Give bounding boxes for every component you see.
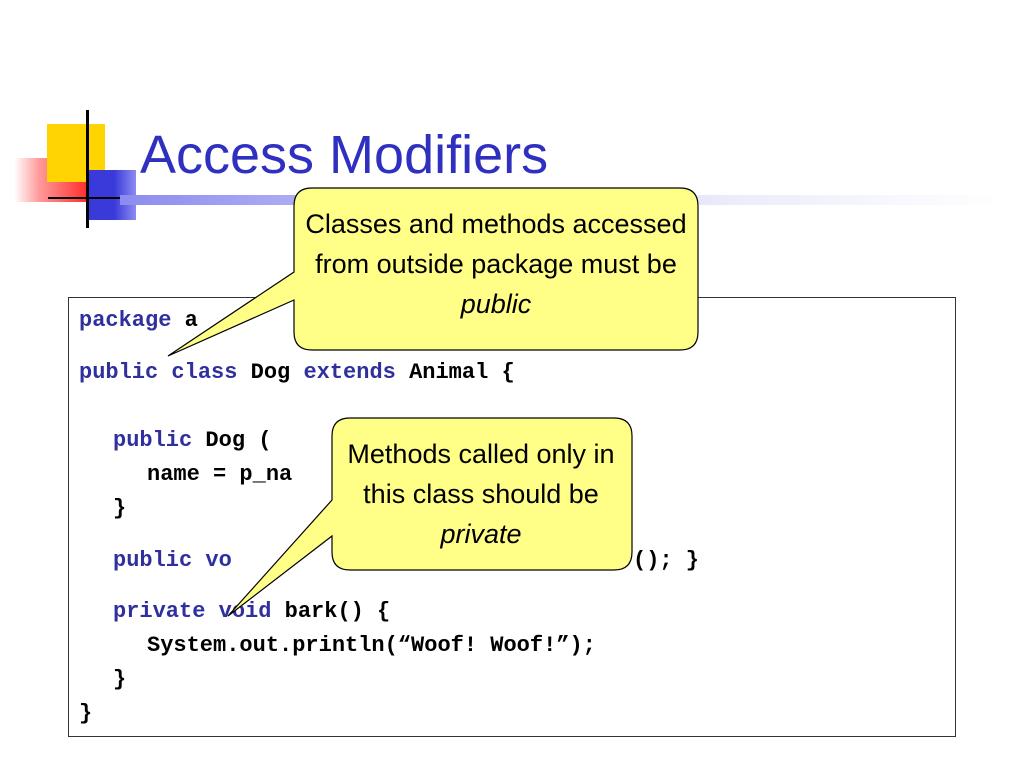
- code-line-package: package a: [79, 308, 198, 334]
- code-keyword: class: [171, 360, 238, 385]
- code-keyword: public: [113, 428, 193, 453]
- callout-public-shape: [167, 187, 699, 357]
- code-line-class-close: }: [79, 701, 92, 727]
- code-line-class-declaration: public class Dog extends Animal {: [79, 360, 515, 386]
- code-line-constructor: public Dog (: [113, 428, 271, 454]
- code-line-private-method: private void bark() {: [113, 599, 390, 625]
- code-text: Animal {: [395, 360, 515, 385]
- code-text: Dog (: [192, 428, 272, 453]
- code-line-public-method: public vo: [113, 548, 232, 574]
- code-text: System.out.println(“Woof! Woof!”);: [147, 633, 596, 658]
- code-line-method-close: }: [113, 667, 126, 693]
- title-decoration-vertical-line: [86, 110, 89, 228]
- callout-public-text: Classes and methods accessed from outsid…: [300, 204, 692, 324]
- code-line-println: System.out.println(“Woof! Woof!”);: [147, 633, 596, 659]
- callout-private-body: Methods called only in this class should…: [347, 439, 615, 509]
- callout-private-shape: [227, 417, 633, 617]
- code-line-public-method-tail: (); }: [633, 548, 699, 574]
- code-keyword: package: [79, 308, 172, 333]
- callout-private-text: Methods called only in this class should…: [336, 434, 626, 554]
- code-text: Dog: [237, 360, 304, 385]
- callout-private-emphasis: private: [440, 519, 522, 549]
- code-text: a: [171, 308, 198, 333]
- code-text: name = p_na: [147, 462, 293, 487]
- code-text: }: [113, 496, 127, 521]
- code-line-constructor-close: }: [113, 496, 126, 522]
- code-keyword: vo: [205, 548, 232, 573]
- code-text: bark() {: [271, 599, 391, 624]
- code-text: (); }: [633, 548, 700, 573]
- slide-title: Access Modifiers: [140, 125, 549, 185]
- code-keyword: extends: [303, 360, 396, 385]
- code-text: }: [113, 667, 127, 692]
- code-line-assignment: name = p_na: [147, 462, 292, 488]
- title-decoration-horizontal-line: [48, 197, 148, 199]
- code-keyword: public: [79, 360, 159, 385]
- code-text: }: [79, 701, 93, 726]
- code-keyword: private: [113, 599, 206, 624]
- code-keyword: public: [113, 548, 193, 573]
- callout-public-body: Classes and methods accessed from outsid…: [305, 209, 687, 279]
- callout-public-emphasis: public: [460, 289, 532, 319]
